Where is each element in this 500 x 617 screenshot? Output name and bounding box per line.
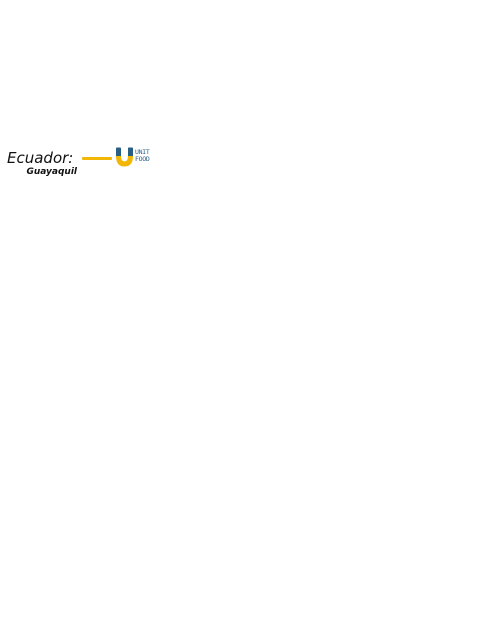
location-label: Ecuador: Guayaquil (7, 149, 77, 178)
logo-wordmark-line-2: FOOD (135, 155, 150, 163)
city-name: Guayaquil (26, 167, 77, 177)
logo-wordmark-line-1: UNIT (135, 148, 150, 156)
country-name: Ecuador: (7, 149, 74, 167)
connector-line (82, 157, 112, 160)
unit-food-logo: UNIT FOOD (114, 146, 154, 168)
logo-wordmark: UNIT FOOD (135, 148, 150, 163)
unit-food-logo-icon (116, 147, 133, 167)
